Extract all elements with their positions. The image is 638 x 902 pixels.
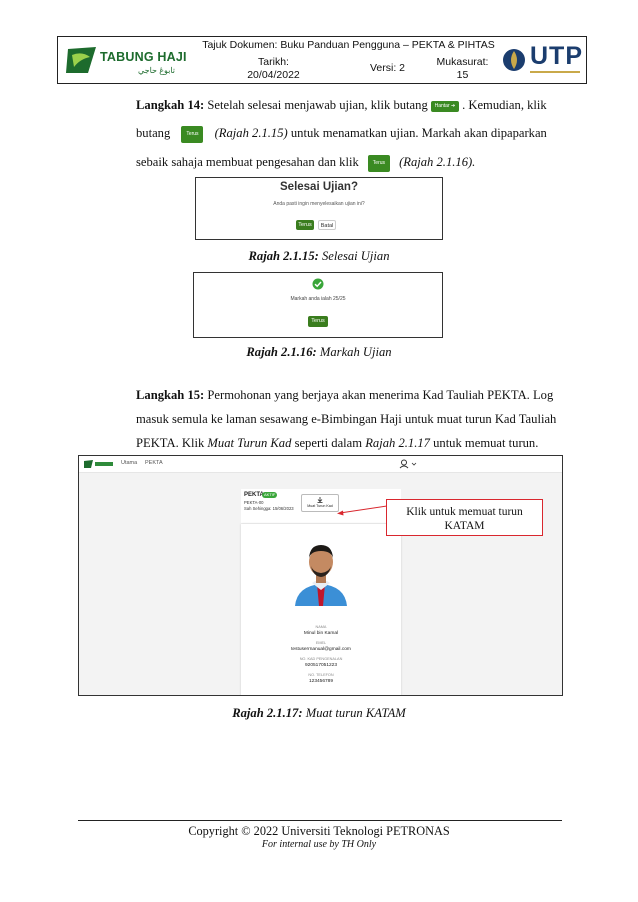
user-menu-icon[interactable]	[399, 459, 417, 469]
figure-2-1-16-screenshot: Markah anda ialah 25/25 Terus	[193, 272, 443, 338]
terus-button-image: Terus	[181, 125, 204, 143]
terus-button-image-2: Terus	[367, 154, 390, 172]
document-title: Tajuk Dokumen: Buku Panduan Pengguna – P…	[202, 39, 495, 51]
dialog-question: Anda pasti ingin menyelesaikan ujian ini…	[273, 201, 365, 207]
step15-text1: Permohonan yang berjaya akan menerima Ka…	[207, 388, 554, 402]
step14-label: Langkah 14:	[136, 98, 205, 112]
hantar-button-image: Hantar ➔	[430, 100, 459, 112]
figure-2-1-16-caption: Rajah 2.1.16: Markah Ujian	[0, 345, 638, 360]
success-check-icon	[312, 278, 324, 290]
step15-text3b: Muat Turun Kad	[207, 436, 292, 450]
version-cell: Versi: 2	[369, 62, 406, 74]
tabung-haji-emblem-icon	[66, 47, 96, 73]
score-terus-button[interactable]: Terus	[308, 316, 328, 327]
step15-text3c: seperti dalam	[294, 436, 363, 450]
step14-text4: untuk menamatkan ujian. Markah akan dipa…	[290, 126, 547, 140]
phone-label: NO. TELEFON	[308, 673, 334, 677]
step14-line2: butang Terus (Rajah 2.1.15) untuk menama…	[136, 121, 560, 145]
utp-emblem-icon	[503, 49, 525, 71]
page-label: Mukasurat:	[436, 56, 489, 68]
footer-copyright: Copyright © 2022 Universiti Teknologi PE…	[188, 824, 450, 838]
document-header: TABUNG HAJI تابوڠ حاجي Tajuk Dokumen: Bu…	[57, 36, 587, 84]
ic-label: NO. KAD PENGENALAN	[299, 657, 343, 661]
caption-label: Rajah 2.1.16:	[246, 345, 317, 359]
page-value: 15	[456, 69, 469, 81]
nav-pekta[interactable]: PEKTA	[145, 460, 163, 466]
date-label: Tarikh:	[258, 56, 289, 68]
step14-text5: sebaik sahaja membuat pengesahan dan kli…	[136, 155, 359, 169]
step14-ref2: (Rajah 2.1.16).	[399, 155, 476, 169]
date-value: 20/04/2022	[247, 69, 300, 81]
date-cell: Tarikh: 20/04/2022	[199, 54, 348, 83]
step15-line2: masuk semula ke laman sesawang e-Bimbing…	[136, 412, 557, 426]
dialog-title: Selesai Ujian?	[280, 181, 358, 193]
tabung-haji-wordmark: TABUNG HAJI	[100, 50, 187, 64]
step15-text3d: Rajah 2.1.17	[365, 436, 430, 450]
app-logo-icon	[84, 460, 113, 468]
name-label: NAMA	[315, 625, 327, 629]
card-valid-until: Sah Sehingga: 15/06/2023	[244, 506, 294, 511]
ic-value: 920517051223	[304, 663, 337, 668]
download-icon	[317, 497, 323, 503]
score-text: Markah anda ialah 25/25	[290, 296, 346, 302]
tabung-haji-logo: TABUNG HAJI تابوڠ حاجي	[58, 37, 199, 83]
utp-underline	[530, 71, 580, 73]
footer-internal-note: For internal use by TH Only	[261, 839, 377, 850]
download-card-label: Muat Turun Kad	[307, 504, 333, 508]
callout-text: Klik untuk memuat turun KATAM	[406, 506, 523, 532]
email-value: testuserrnanual@gmail.com	[291, 647, 351, 652]
tabung-haji-arabic: تابوڠ حاجي	[138, 66, 176, 75]
caption-text: Markah Ujian	[319, 345, 392, 359]
caption-text: Selesai Ujian	[321, 249, 390, 263]
step15-line3: PEKTA. Klik Muat Turun Kad seperti dalam…	[136, 431, 560, 455]
user-photo	[289, 534, 353, 606]
page-number-cell: Mukasurat: 15	[427, 54, 498, 83]
step14-line3: sebaik sahaja membuat pengesahan dan kli…	[136, 150, 560, 174]
utp-logo: UTP	[498, 37, 586, 83]
card-title: PEKTA	[244, 492, 264, 498]
step14-line1: Langkah 14: Setelah selesai menjawab uji…	[136, 93, 560, 117]
card-id: PEKTA-00	[244, 500, 264, 505]
status-badge: AKTIF	[262, 492, 278, 498]
step14-ref: (Rajah 2.1.15)	[214, 126, 288, 140]
app-navbar: Utama PEKTA	[79, 456, 562, 473]
step15-text3a: PEKTA. Klik	[136, 436, 205, 450]
dialog-terus-button[interactable]: Terus	[296, 220, 314, 230]
caption-label: Rajah 2.1.17:	[232, 706, 303, 720]
name-value: Minul bin Kamal	[303, 631, 339, 636]
utp-wordmark: UTP	[530, 42, 583, 70]
figure-2-1-17-caption: Rajah 2.1.17: Muat turun KATAM	[0, 706, 638, 721]
card-info-panel: PEKTA AKTIF PEKTA-00 Sah Sehingga: 15/06…	[241, 489, 401, 523]
callout-arrow-icon	[337, 505, 388, 516]
nav-utama[interactable]: Utama	[121, 460, 138, 466]
caption-label: Rajah 2.1.15:	[248, 249, 319, 263]
step14-text3: butang	[136, 126, 171, 140]
phone-value: 123456789	[308, 679, 333, 684]
email-label: EMEL	[315, 641, 327, 645]
footer-divider	[78, 820, 562, 821]
caption-text: Muat turun KATAM	[305, 706, 406, 720]
download-card-button[interactable]: Muat Turun Kad	[301, 494, 339, 512]
step14-text1: Setelah selesai menjawab ujian, klik but…	[207, 98, 428, 112]
step15-line1: Langkah 15: Permohonan yang berjaya akan…	[136, 383, 560, 407]
callout-box: Klik untuk memuat turun KATAM	[386, 499, 543, 536]
step14-text2: . Kemudian, klik	[462, 98, 547, 112]
step15-text3e: untuk memuat turun.	[433, 436, 539, 450]
figure-2-1-17-screenshot: Utama PEKTA PEKTA AKTIF PEKTA-00 Sah Seh…	[78, 455, 563, 696]
step15-label: Langkah 15:	[136, 388, 205, 402]
figure-2-1-15-caption: Rajah 2.1.15: Selesai Ujian	[0, 249, 638, 264]
dialog-batal-button[interactable]: Batal	[318, 220, 336, 230]
figure-2-1-15-screenshot: Selesai Ujian? Anda pasti ingin menyeles…	[195, 177, 443, 240]
katam-card: NAMA Minul bin Kamal EMEL testuserrnanua…	[241, 524, 401, 695]
